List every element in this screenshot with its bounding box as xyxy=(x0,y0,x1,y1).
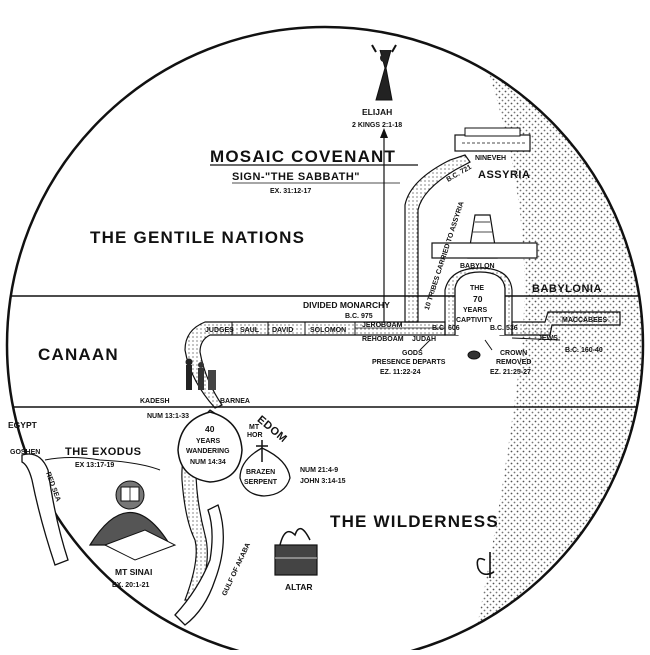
kadesh-figures-icon xyxy=(185,358,216,390)
altar-icon xyxy=(274,527,318,576)
nineveh-label: NINEVEH xyxy=(475,155,506,162)
crown-pointer xyxy=(484,339,493,351)
rehoboam-label: REHOBOAM xyxy=(362,336,404,343)
kadesh-label: KADESH xyxy=(140,398,170,405)
crown-icon xyxy=(467,350,481,360)
region-babylonia: BABYLONIA xyxy=(532,283,602,295)
nineveh-building-icon xyxy=(454,127,531,152)
sinai-ref: EX. 20:1-21 xyxy=(112,582,149,589)
title-sign: SIGN-"THE SABBATH" xyxy=(232,171,360,183)
sinai-label: MT SINAI xyxy=(115,567,152,577)
barnea-label: BARNEA xyxy=(220,398,250,405)
period-saul: SAUL xyxy=(240,327,260,334)
presence-l2: PRESENCE DEPARTS xyxy=(372,359,446,366)
serpent-ref2: JOHN 3:14-15 xyxy=(300,478,346,485)
serpent-ref1: NUM 21:4-9 xyxy=(300,467,338,474)
region-canaan: CANAAN xyxy=(38,345,119,364)
serpent-l1: BRAZEN xyxy=(246,469,275,476)
bc160-label: B.C. 160-40 xyxy=(565,347,603,354)
goshen-label: GOSHEN xyxy=(10,449,40,456)
serpent-bubble xyxy=(239,447,291,497)
captivity-70: 70 xyxy=(473,294,483,304)
bc536-label: B.C. 536 xyxy=(490,325,518,332)
region-egypt: EGYPT xyxy=(8,420,38,430)
captivity-arch xyxy=(454,271,506,335)
world-circle xyxy=(5,25,645,655)
wandering-ref: NUM 14:34 xyxy=(190,459,226,466)
babylon-label: BABYLON xyxy=(460,263,495,270)
period-david: DAVID xyxy=(272,327,293,334)
region-gentile: THE GENTILE NATIONS xyxy=(90,228,305,247)
region-wilderness: THE WILDERNESS xyxy=(330,512,499,531)
mt-hor-l2: HOR xyxy=(247,432,263,439)
crown-l1: CROWN xyxy=(500,350,527,357)
title-ref: EX. 31:12-17 xyxy=(270,188,311,195)
jews-label: JEWS xyxy=(538,335,558,342)
captivity-the: THE xyxy=(470,285,484,292)
captivity-years: YEARS xyxy=(463,307,487,314)
babylon-tower-icon xyxy=(431,214,538,259)
mt-hor-l1: MT xyxy=(249,424,260,431)
judah-label: JUDAH xyxy=(412,336,436,343)
wandering-40: 40 xyxy=(205,424,215,434)
region-edom: EDOM xyxy=(255,414,290,446)
crown-ref: EZ. 21:25-27 xyxy=(490,369,531,376)
red-sea-shape xyxy=(21,453,69,566)
bc606-label: B.C. 606 xyxy=(432,325,460,332)
elijah-ref: 2 KINGS 2:1-18 xyxy=(352,122,402,129)
wandering-label: WANDERING xyxy=(186,448,230,455)
crown-l2: REMOVED xyxy=(496,359,531,366)
presence-ref: EZ. 11:22-24 xyxy=(380,369,421,376)
period-judges: JUDGES xyxy=(205,327,234,334)
exodus-ref: EX 13:17-19 xyxy=(75,462,114,469)
exodus-label: THE EXODUS xyxy=(65,446,142,458)
signature-monogram xyxy=(476,552,495,578)
title-main: MOSAIC COVENANT xyxy=(210,147,396,166)
elijah-name: ELIJAH xyxy=(362,107,392,117)
gulf-label: GULF OF AKABA xyxy=(221,542,252,597)
altar-label: ALTAR xyxy=(285,582,313,592)
captivity-label: CAPTIVITY xyxy=(456,317,493,324)
serpent-l2: SERPENT xyxy=(244,479,278,486)
region-assyria: ASSYRIA xyxy=(478,169,530,181)
elijah-figure-icon xyxy=(371,44,397,101)
gulf-shape xyxy=(174,504,224,626)
presence-pointer xyxy=(419,339,431,351)
monarchy-label: DIVIDED MONARCHY xyxy=(303,300,390,310)
presence-l1: GODS xyxy=(402,350,423,357)
period-solomon: SOLOMON xyxy=(310,327,346,334)
monarchy-date: B.C. 975 xyxy=(345,313,373,320)
wandering-bubble xyxy=(177,411,243,483)
mt-sinai-icon xyxy=(88,480,177,561)
maccabees-label: MACCABEES xyxy=(562,317,607,324)
kadesh-ref: NUM 13:1-33 xyxy=(147,413,189,420)
jeroboam-label: JEROBOAM xyxy=(362,322,403,329)
wandering-years: YEARS xyxy=(196,438,220,445)
region-dividers xyxy=(7,295,643,408)
